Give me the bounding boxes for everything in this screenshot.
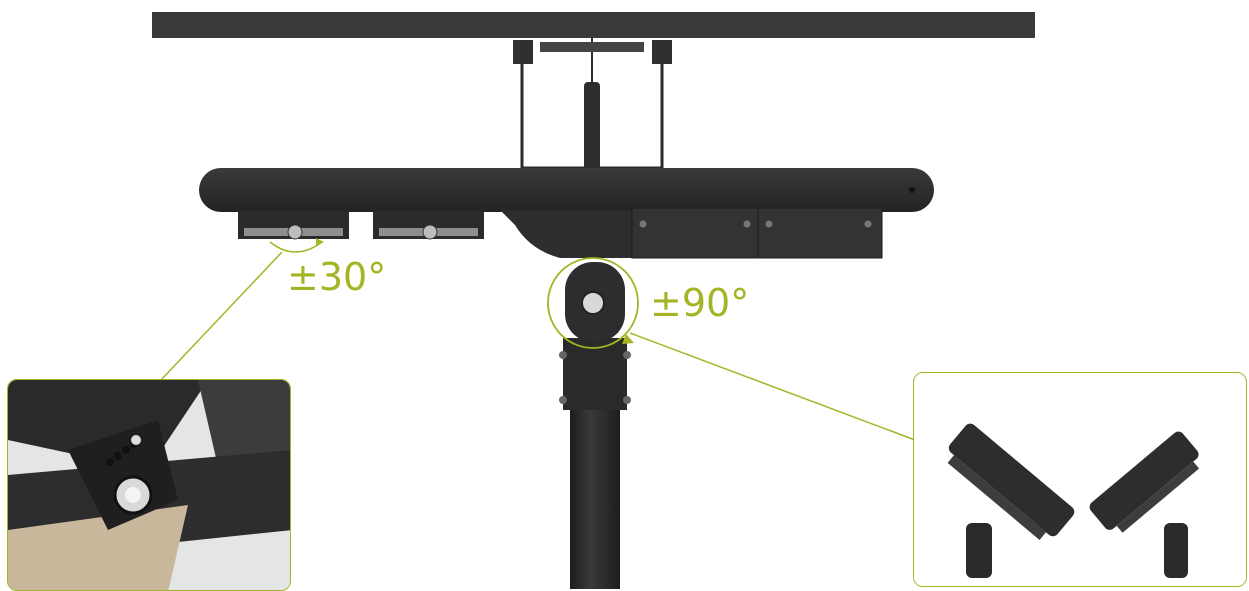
rotation-detail-inset xyxy=(913,372,1247,587)
rotation-indicator-90 xyxy=(547,257,639,349)
led-module-left xyxy=(238,211,349,240)
tilt-angle-label: ±30° xyxy=(287,255,387,299)
tilt-detail-inset xyxy=(7,379,291,591)
lamp-neck xyxy=(500,210,640,258)
callout-line-right xyxy=(629,332,916,441)
battery-module-left xyxy=(631,207,759,259)
battery-module-right xyxy=(757,207,883,259)
battery-housing xyxy=(199,168,934,212)
pole-clamp xyxy=(563,338,627,410)
pole xyxy=(570,400,620,589)
rotation-angle-label: ±90° xyxy=(650,281,750,325)
callout-line-left xyxy=(159,251,283,382)
rotation-detail-photo xyxy=(914,373,1246,586)
tilt-detail-photo xyxy=(8,380,290,590)
mounting-bracket xyxy=(513,38,672,170)
solar-panel-bar xyxy=(152,12,1035,38)
led-module-middle xyxy=(373,211,484,240)
tilt-indicator-30 xyxy=(269,238,324,253)
